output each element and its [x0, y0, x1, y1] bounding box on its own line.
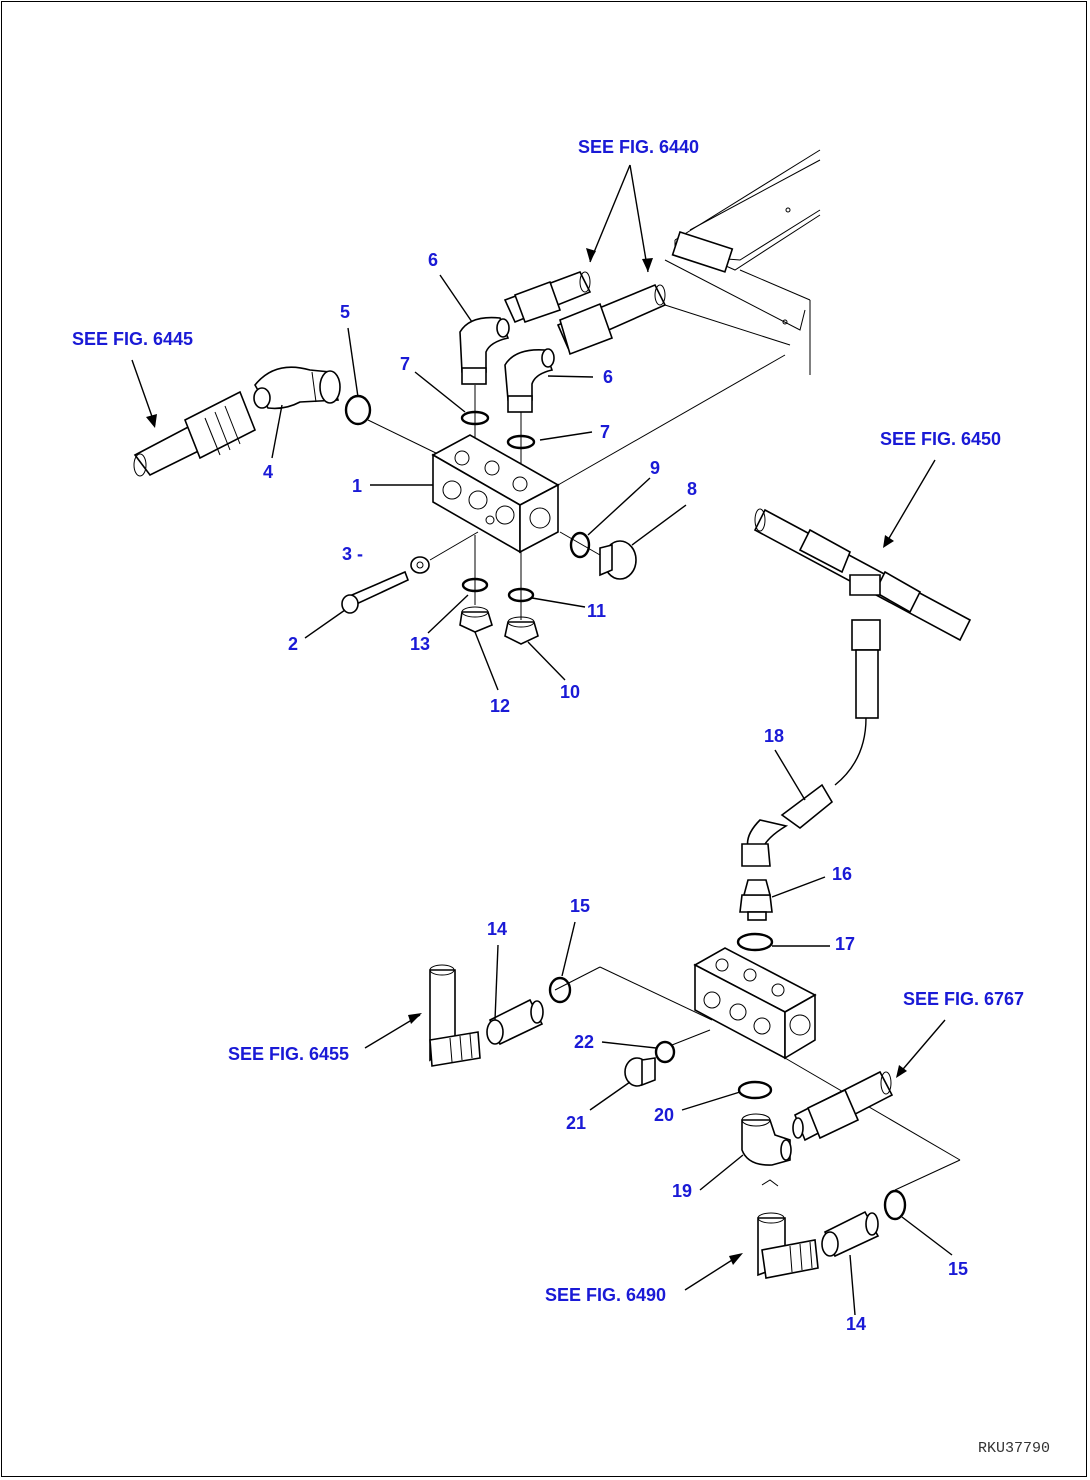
callout-6-left: 6	[428, 250, 438, 270]
callout-11: 11	[587, 601, 606, 621]
reference-fig-6445: SEE FIG. 6445	[72, 329, 193, 349]
callout-22: 22	[574, 1032, 594, 1052]
callout-19: 19	[672, 1181, 692, 1201]
part-10-nut	[504, 616, 539, 645]
part-9-o-ring	[569, 531, 591, 559]
callout-12: 12	[490, 696, 510, 716]
callout-13: 13	[410, 634, 430, 654]
part-19-elbow-fitting	[741, 1113, 792, 1166]
reference-fig-6450: SEE FIG. 6450	[880, 429, 1001, 449]
part-6-elbow-fitting-left	[459, 316, 510, 385]
part-4-elbow-fitting	[253, 366, 341, 410]
part-18-hose-assembly	[741, 619, 881, 867]
callout-14-upper: 14	[487, 919, 507, 939]
callout-7-right: 7	[600, 422, 610, 442]
leader-lines	[131, 164, 953, 1316]
part-16-connector	[739, 879, 773, 921]
pipe-to-fig-6445	[133, 390, 257, 477]
part-3-washer	[410, 556, 430, 574]
part-6-elbow-fitting-right	[504, 348, 555, 413]
callout-8: 8	[687, 479, 697, 499]
callout-6-right: 6	[603, 367, 613, 387]
assembly-line-15a	[554, 966, 601, 991]
reference-fig-6455: SEE FIG. 6455	[228, 1044, 349, 1064]
assembly-line-lower	[784, 1057, 961, 1161]
part-8-plug	[599, 540, 637, 580]
reference-fig-6490: SEE FIG. 6490	[545, 1285, 666, 1305]
part-12-nut	[459, 606, 493, 633]
assembly-line-15b	[599, 966, 713, 1021]
pipe-to-fig-6450	[753, 508, 972, 642]
callout-1: 1	[352, 476, 362, 496]
assembly-line-15c	[894, 1159, 961, 1191]
pipe-to-fig-6767	[792, 1070, 894, 1142]
part-15-o-ring-lower	[883, 1189, 907, 1221]
callout-16: 16	[832, 864, 852, 884]
part-11-o-ring	[507, 587, 535, 603]
callout-20: 20	[654, 1105, 674, 1125]
assembly-line-22	[671, 1029, 711, 1046]
part-17-o-ring	[736, 932, 774, 952]
part-14-adapter-lower	[821, 1210, 880, 1258]
part-1-manifold-block	[431, 434, 560, 554]
part-19-detail-mark	[761, 1179, 779, 1187]
callout-15-upper: 15	[570, 896, 590, 916]
reference-fig-6767: SEE FIG. 6767	[903, 989, 1024, 1009]
part-15-o-ring-upper	[548, 976, 572, 1004]
pipe-to-fig-6490	[757, 1212, 819, 1279]
assembly-line-block-top	[557, 354, 786, 486]
part-20-o-ring	[737, 1080, 773, 1100]
part-5-o-ring	[344, 394, 372, 426]
callout-7-left: 7	[400, 354, 410, 374]
part-22-o-ring	[654, 1040, 676, 1064]
lower-manifold-block	[693, 947, 817, 1060]
pipe-to-fig-6455	[429, 964, 481, 1067]
drawing-code: RKU37790	[978, 1440, 1050, 1457]
callout-21: 21	[566, 1113, 586, 1133]
pipe-to-fig-6440-a	[503, 270, 592, 324]
reference-fig-6440: SEE FIG. 6440	[578, 137, 699, 157]
callout-17: 17	[835, 934, 855, 954]
callout-15-lower: 15	[948, 1259, 968, 1279]
assembly-line-8	[559, 531, 601, 556]
callout-10: 10	[560, 682, 580, 702]
machine-frame-rail	[664, 149, 821, 375]
assembly-line-2	[429, 531, 479, 561]
part-2-bolt	[341, 570, 410, 614]
callout-9: 9	[650, 458, 660, 478]
callout-3: 3 -	[342, 544, 363, 564]
part-13-o-ring	[461, 577, 489, 593]
callout-5: 5	[340, 302, 350, 322]
pipe-to-fig-6440-b	[556, 283, 791, 356]
callout-4: 4	[263, 462, 273, 482]
assembly-line-5	[367, 419, 441, 456]
callout-2: 2	[288, 634, 298, 654]
callout-14-lower: 14	[846, 1314, 866, 1334]
callout-18: 18	[764, 726, 784, 746]
part-21-plug	[624, 1057, 656, 1087]
